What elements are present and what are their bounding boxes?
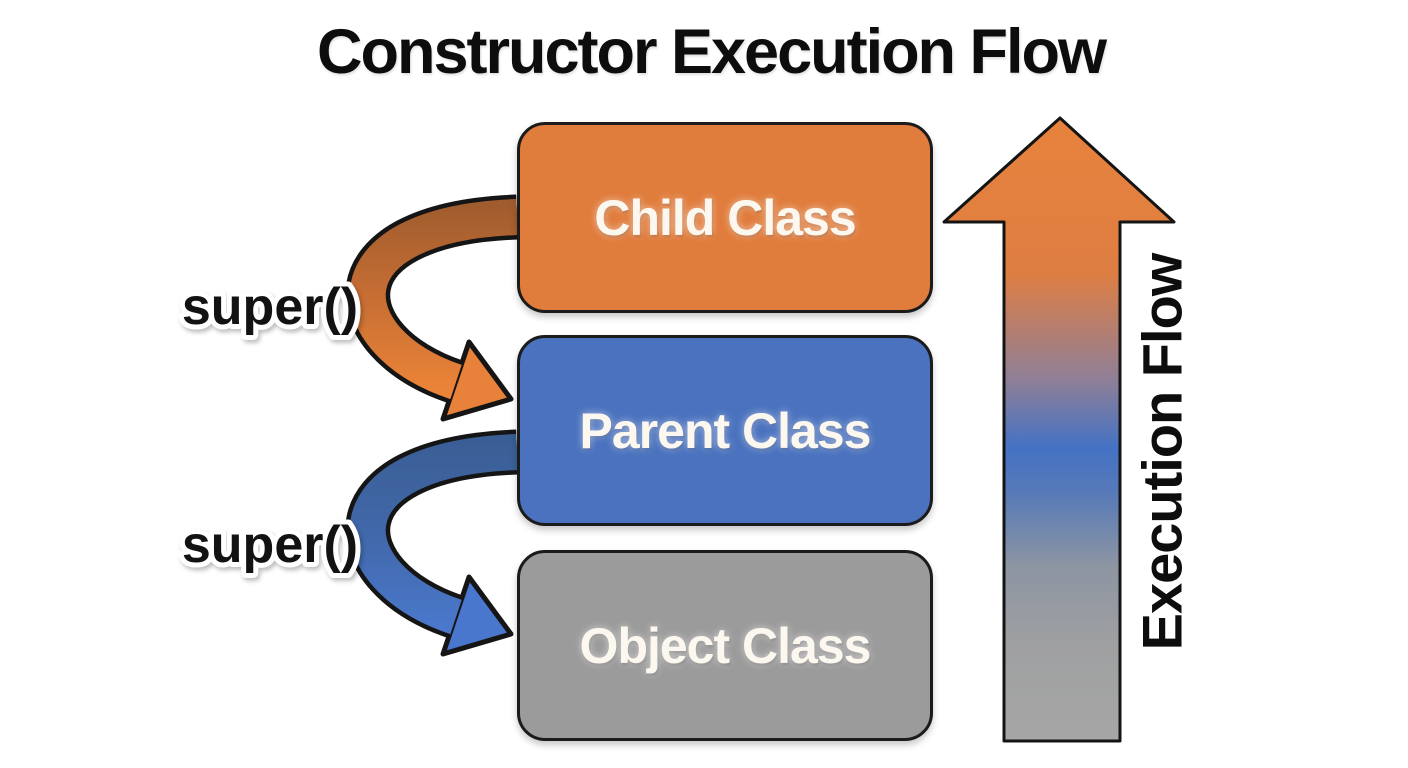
object-class-box: Object Class bbox=[517, 550, 933, 741]
super-arrow-child-to-parent bbox=[345, 194, 518, 422]
parent-class-box: Parent Class bbox=[517, 335, 933, 526]
super-arrow-parent-to-object bbox=[345, 429, 518, 657]
child-class-label: Child Class bbox=[594, 189, 856, 246]
execution-flow-arrow bbox=[942, 116, 1176, 743]
execution-flow-label: Execution Flow bbox=[1131, 252, 1194, 650]
super-call-label-child-to-parent: super() bbox=[182, 278, 358, 336]
diagram-title: Constructor Execution Flow bbox=[316, 17, 1107, 87]
super-call-label-parent-to-object: super() bbox=[182, 516, 358, 574]
parent-class-label: Parent Class bbox=[579, 402, 872, 459]
child-class-box: Child Class bbox=[517, 122, 933, 313]
object-class-label: Object Class bbox=[579, 617, 872, 674]
